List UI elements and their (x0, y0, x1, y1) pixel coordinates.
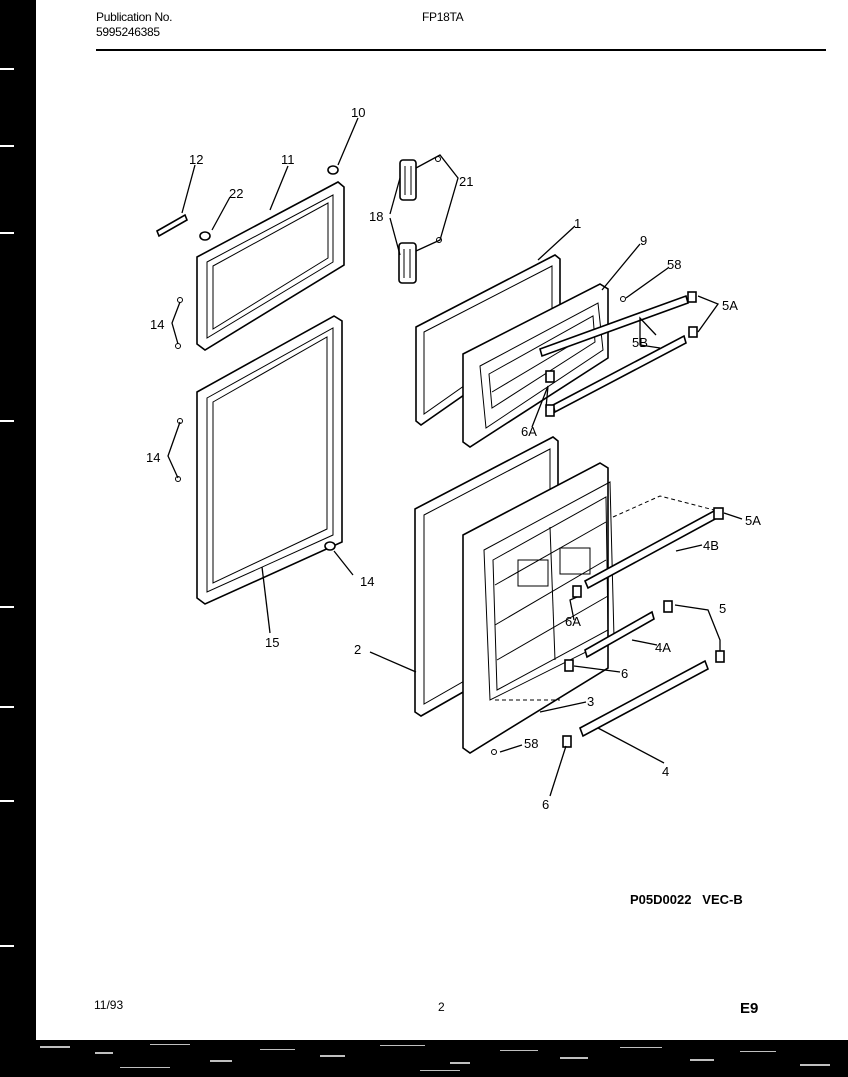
clip-part-5 (715, 650, 725, 663)
exploded-parts-diagram: 10 11 12 22 14 14 14 15 21 18 1 9 58 5A … (146, 105, 761, 812)
clip-part-6 (564, 659, 574, 672)
callout-6-lower: 6 (542, 797, 549, 812)
alignment-line (612, 495, 715, 518)
screw-part-58 (491, 749, 497, 755)
callout-3: 3 (587, 694, 594, 709)
callout-4a: 4A (655, 640, 671, 655)
footer-date: 11/93 (94, 998, 124, 1012)
clip-part-5 (663, 600, 673, 613)
clip-part-6a (545, 370, 555, 383)
shelf-rail-part-4a (584, 610, 655, 659)
callout-58-lower: 58 (524, 736, 538, 751)
model-number: FP18TA (422, 10, 464, 24)
callout-14-upper: 14 (150, 317, 164, 332)
clip-part-5a (688, 326, 698, 338)
callout-18: 18 (369, 209, 383, 224)
clip-part-6a (572, 585, 582, 598)
callout-14-middle: 14 (146, 450, 160, 465)
clip-part-6 (562, 735, 572, 748)
strip-part-12 (155, 213, 189, 238)
fresh-food-door-frame-part-15 (196, 315, 343, 605)
scan-mark (0, 800, 14, 802)
callout-12: 12 (189, 152, 203, 167)
callout-5b: 5B (632, 335, 648, 350)
cap-part-10 (327, 165, 339, 175)
leader-lines (167, 117, 743, 797)
callout-6a-middle: 6A (565, 614, 581, 629)
callout-2: 2 (354, 642, 361, 657)
scan-noise-band (0, 1040, 848, 1077)
footer-section: E9 (740, 1000, 759, 1017)
footer-page: 2 (438, 1000, 445, 1014)
hinge-part-18-upper (399, 159, 417, 201)
callout-4: 4 (662, 764, 669, 779)
hinge-pin-part-21 (436, 237, 442, 243)
callout-1: 1 (574, 216, 581, 231)
callout-6a-upper: 6A (521, 424, 537, 439)
callout-5a-middle: 5A (745, 513, 761, 528)
scan-mark (0, 420, 14, 422)
plug-part-22 (199, 231, 211, 241)
callout-4b: 4B (703, 538, 719, 553)
callout-21: 21 (459, 174, 473, 189)
callout-58-upper: 58 (667, 257, 681, 272)
callout-6-middle: 6 (621, 666, 628, 681)
screw-part-58 (620, 296, 626, 302)
scan-mark (0, 706, 14, 708)
scan-mark (0, 232, 14, 234)
clip-part-5a (713, 507, 724, 520)
publication-label: Publication No. (96, 10, 173, 24)
callout-9: 9 (640, 233, 647, 248)
scan-mark (0, 145, 14, 147)
scan-mark (0, 68, 14, 70)
diagram-code: P05D0022 VEC-B (630, 892, 743, 907)
freezer-door-frame-part-11 (196, 181, 345, 351)
scan-mark (0, 606, 14, 608)
header-rule (96, 49, 826, 51)
callout-5: 5 (719, 601, 726, 616)
callout-22: 22 (229, 186, 243, 201)
door-rail-part-4 (579, 659, 709, 738)
callout-15: 15 (265, 635, 279, 650)
washer-part-14 (324, 541, 336, 551)
screw-part-14 (175, 343, 181, 349)
callout-11: 11 (281, 152, 295, 167)
scan-mark (0, 945, 14, 947)
shelf-rail-part-5b (539, 294, 689, 358)
callout-10: 10 (351, 105, 365, 120)
callout-14-lower: 14 (360, 574, 374, 589)
clip-part-5a (687, 291, 697, 303)
clip-part-6a (545, 404, 555, 417)
callout-5a-upper: 5A (722, 298, 738, 313)
publication-number: 5995246385 (96, 25, 160, 39)
hinge-part-18-lower (398, 242, 417, 284)
screw-part-14 (177, 297, 183, 303)
